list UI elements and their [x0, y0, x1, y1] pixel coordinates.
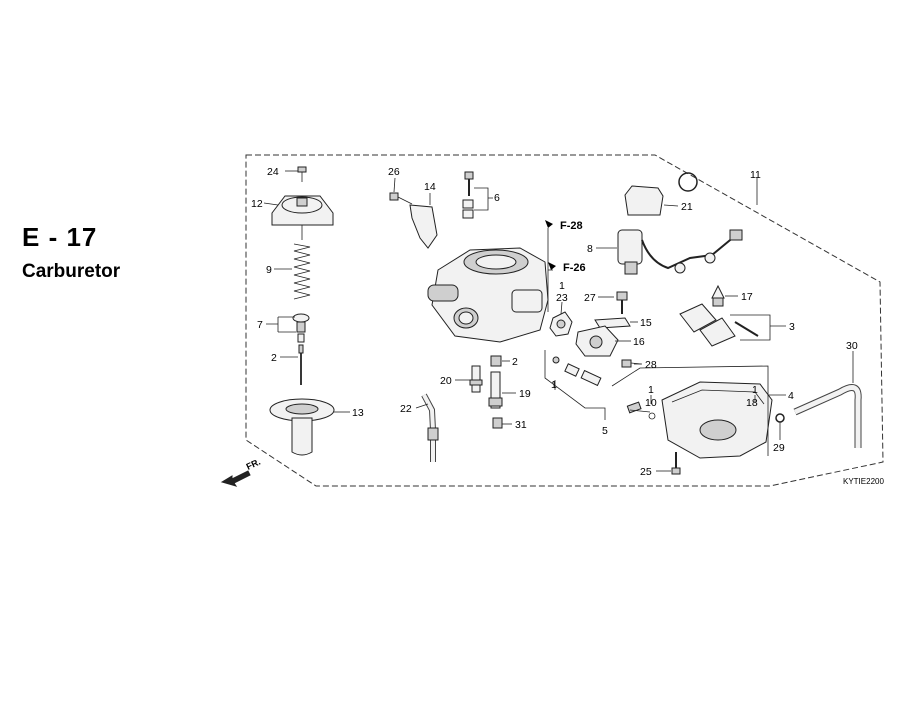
part-11-choke-wire[interactable] — [641, 229, 743, 274]
callout-1-gasket: 1 — [559, 280, 565, 292]
callout-1-chamber: 1 — [752, 384, 758, 396]
leader-lines — [263, 170, 854, 472]
callout-5: 5 — [602, 425, 608, 437]
reference-f26[interactable]: F-26 — [563, 262, 586, 274]
part-13-diaphragm-piston[interactable] — [269, 398, 335, 456]
front-direction-arrow: FR. — [220, 457, 262, 487]
part-25-screw[interactable] — [671, 452, 681, 475]
callout-12: 12 — [251, 198, 263, 210]
callout-17: 17 — [741, 291, 753, 303]
callout-20: 20 — [440, 375, 452, 387]
part-9-spring[interactable] — [293, 243, 311, 300]
part-23-gasket[interactable] — [549, 311, 573, 337]
callout-25: 25 — [640, 466, 652, 478]
part-15-clamp[interactable] — [594, 317, 631, 329]
callout-30: 30 — [846, 340, 858, 352]
callout-16: 16 — [633, 336, 645, 348]
callout-26: 26 — [388, 166, 400, 178]
part-27-screw[interactable] — [616, 291, 628, 314]
direction-label: FR. — [245, 457, 262, 472]
callout-9: 9 — [266, 264, 272, 276]
callout-6: 6 — [494, 192, 500, 204]
callout-1-drain: 1 — [648, 384, 654, 396]
section-code: E - 17 — [22, 222, 98, 252]
callout-labels: 24 12 9 7 2 13 26 14 6 1 23 27 15 16 28 … — [251, 166, 858, 478]
callout-11: 11 — [750, 169, 761, 181]
carburetor-body[interactable] — [427, 247, 549, 343]
part-29-clip[interactable] — [775, 413, 785, 423]
callout-28: 28 — [645, 359, 657, 371]
callout-1-airscrew: 1 — [551, 379, 557, 391]
drawing-code: KYTIE2200 — [843, 477, 884, 486]
callout-8: 8 — [587, 243, 593, 255]
callout-24: 24 — [267, 166, 279, 178]
part-24-screw[interactable] — [297, 166, 307, 182]
reference-f28[interactable]: F-28 — [560, 220, 583, 232]
part-16-holder-plate[interactable] — [575, 325, 619, 357]
callout-18: 18 — [746, 397, 758, 409]
part-26-screw[interactable] — [389, 192, 413, 205]
part-7-needle-holder[interactable] — [292, 313, 310, 343]
part-31-slow-jet[interactable] — [492, 417, 503, 429]
callout-3: 3 — [789, 321, 795, 333]
callout-15: 15 — [640, 317, 652, 329]
callout-23: 23 — [556, 292, 568, 304]
reference-arrows — [545, 220, 556, 270]
part-12-top-cover[interactable] — [271, 195, 334, 240]
diagram-boundary — [245, 154, 884, 487]
callout-27: 27 — [584, 292, 596, 304]
part-2-main-jet[interactable] — [490, 355, 502, 367]
part-o-ring[interactable] — [678, 172, 698, 192]
callout-4: 4 — [788, 390, 794, 402]
callout-31: 31 — [515, 419, 527, 431]
callout-21: 21 — [681, 201, 693, 213]
callout-19: 19 — [519, 388, 531, 400]
part-20-needle-jet[interactable] — [469, 365, 483, 393]
part-2-jet-needle[interactable] — [298, 344, 304, 385]
part-14-bracket[interactable] — [409, 204, 438, 249]
callout-22: 22 — [400, 403, 412, 415]
callout-10: 10 — [645, 397, 657, 409]
callout-14: 14 — [424, 181, 436, 193]
part-5-air-screw-set[interactable] — [552, 356, 602, 387]
part-30-drain-tube[interactable] — [793, 384, 862, 449]
part-8-auto-choke[interactable] — [617, 229, 643, 275]
callout-2-needle: 2 — [271, 352, 277, 364]
part-28-screw[interactable] — [621, 359, 642, 368]
section-title: Carburetor — [22, 261, 121, 282]
callout-13: 13 — [352, 407, 364, 419]
part-3-float[interactable] — [679, 303, 759, 347]
part-4-float-chamber[interactable] — [661, 381, 773, 459]
part-21-cap[interactable] — [624, 185, 664, 216]
callout-29: 29 — [773, 442, 785, 454]
part-22-hose[interactable] — [421, 393, 439, 462]
part-17-float-valve[interactable] — [711, 284, 725, 307]
callout-7: 7 — [257, 319, 263, 331]
callout-2-jet: 2 — [512, 356, 518, 368]
part-19-jet-holder[interactable] — [488, 371, 503, 409]
part-6-screw-set[interactable] — [462, 171, 474, 219]
